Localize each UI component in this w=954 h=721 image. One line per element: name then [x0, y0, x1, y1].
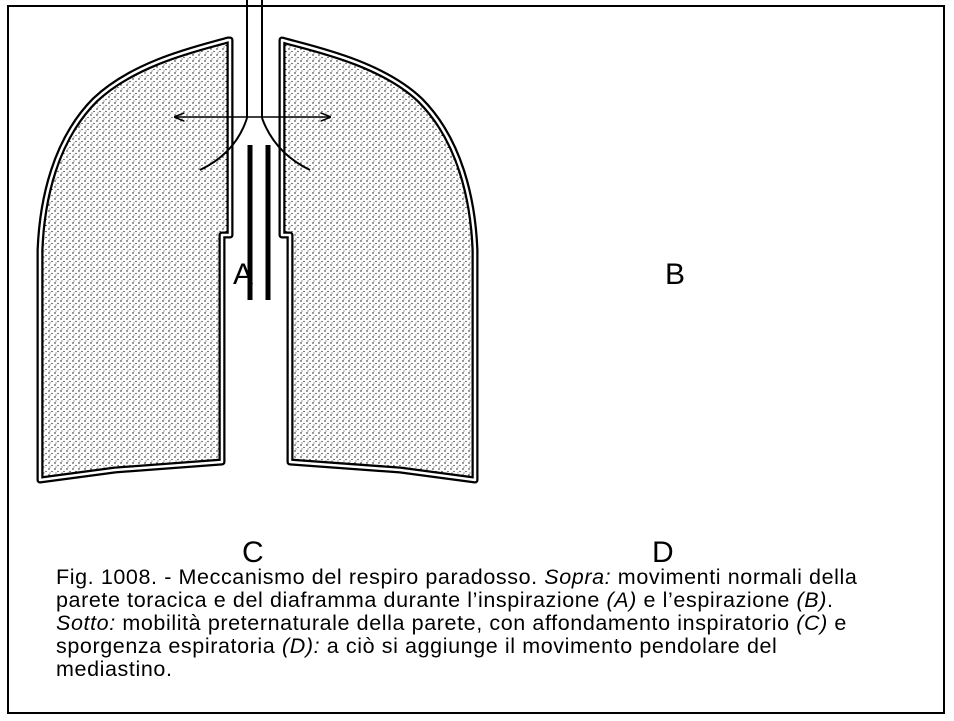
- caption-sotto: Sotto:: [56, 611, 116, 635]
- panel-label-a: A: [233, 258, 254, 292]
- caption-ref-c: (C): [796, 611, 828, 635]
- caption-fig: Fig. 1008. - Meccanismo del respiro para…: [56, 565, 544, 589]
- caption-sopra: Sopra:: [544, 565, 611, 589]
- caption-ref-a: (A): [606, 588, 636, 612]
- caption-ref-d: (D):: [282, 634, 320, 658]
- caption-ref-b: (B): [797, 588, 827, 612]
- caption-t3: .: [827, 588, 834, 612]
- panel-label-b: B: [665, 258, 686, 292]
- figure-caption: Fig. 1008. - Meccanismo del respiro para…: [56, 566, 886, 681]
- caption-t2: e l’espirazione: [637, 588, 797, 612]
- caption-t4: mobilità preternaturale della parete, co…: [116, 611, 796, 635]
- panel-a-lungs: [40, 0, 475, 480]
